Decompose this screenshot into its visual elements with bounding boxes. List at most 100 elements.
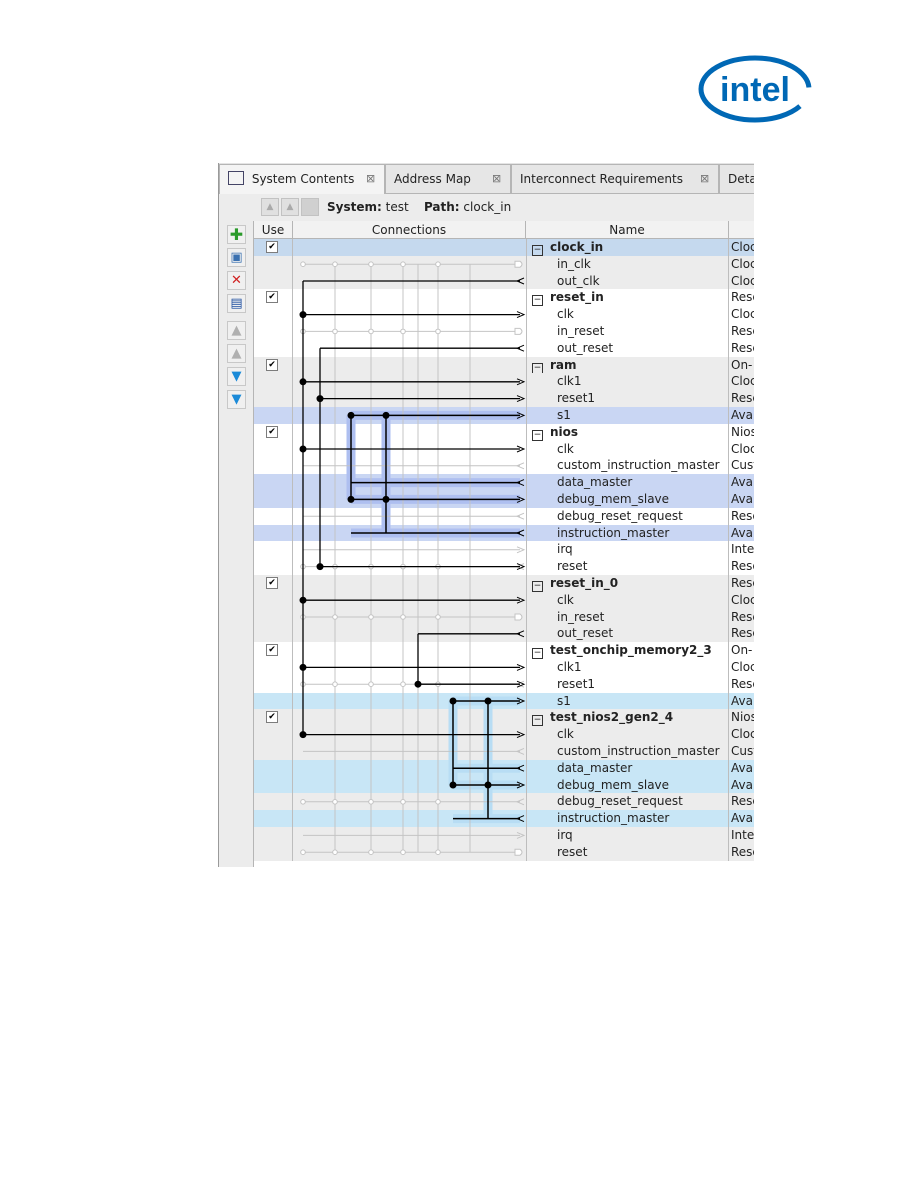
name-cell: −reset_in_0 (526, 575, 729, 592)
connection-dot (484, 697, 492, 705)
type-cell: Aval (731, 760, 754, 775)
collapse-icon[interactable]: − (532, 429, 543, 441)
hierarchy-icon[interactable] (301, 198, 319, 216)
component-row[interactable]: ✔−test_nios2_gen2_4Nios (254, 709, 754, 727)
connection-dot (299, 445, 307, 453)
tab-details[interactable]: Deta (719, 164, 754, 193)
system-name: test (385, 200, 409, 214)
arrow-in-icon (516, 445, 526, 453)
type-cell: On- (731, 357, 753, 372)
component-row[interactable]: ✔−clock_inCloc (254, 239, 754, 256)
add-module-icon[interactable]: ▣ (227, 248, 246, 267)
connections-graph[interactable] (293, 239, 526, 867)
move-top-icon[interactable]: ▲ (261, 198, 279, 216)
use-checkbox[interactable]: ✔ (266, 241, 278, 253)
use-checkbox[interactable]: ✔ (266, 711, 278, 724)
collapse-icon[interactable]: − (532, 715, 543, 727)
close-tab-icon[interactable]: ⊠ (492, 172, 502, 185)
collapse-icon[interactable]: − (532, 648, 543, 660)
collapse-icon[interactable]: − (532, 362, 543, 374)
use-checkbox[interactable]: ✔ (266, 358, 278, 371)
component-row[interactable]: ✔−niosNios (254, 423, 754, 441)
connection-dot (435, 799, 441, 805)
collapse-icon[interactable]: − (532, 245, 543, 256)
row-name: clk (557, 441, 574, 456)
arrow-out-icon (515, 512, 525, 520)
connection-dot (382, 495, 390, 503)
remove-icon[interactable]: ✕ (227, 271, 246, 290)
tab-interconnect-requirements[interactable]: Interconnect Requirements ⊠ (511, 164, 719, 193)
use-checkbox[interactable]: ✔ (266, 425, 278, 438)
export-icon (514, 613, 523, 621)
row-name: out_reset (557, 340, 614, 355)
row-name: reset (557, 559, 588, 574)
arrow-in-icon (516, 495, 526, 503)
component-row[interactable]: ✔ −ram On- (254, 356, 754, 374)
name-cell: clk (526, 306, 729, 324)
tab-label: Deta (728, 172, 754, 186)
close-tab-icon[interactable]: ⊠ (366, 172, 376, 185)
name-cell: irq (526, 827, 729, 844)
connection-dot (435, 261, 441, 268)
use-cell (254, 659, 293, 676)
connection-dot (299, 596, 307, 604)
row-name: ram (550, 357, 577, 372)
tab-bar: System Contents ⊠ Address Map ⊠ Intercon… (219, 163, 754, 194)
move-up-icon[interactable]: ▲ (227, 344, 246, 363)
column-header-type (729, 221, 754, 239)
arrow-out-icon (515, 277, 525, 285)
arrow-in-icon (516, 563, 526, 571)
type-cell: Rese (731, 508, 754, 523)
column-header-name[interactable]: Name (526, 221, 729, 239)
column-header-use[interactable]: Use (254, 221, 293, 239)
type-cell: Aval (731, 811, 754, 826)
intel-logo-text: intel (720, 71, 790, 109)
arrow-out-icon (515, 798, 525, 806)
connection-dot (400, 328, 406, 335)
use-cell: ✔ (254, 423, 293, 441)
tab-system-contents[interactable]: System Contents ⊠ (219, 164, 385, 194)
connection-dot (435, 614, 441, 620)
column-header-connections[interactable]: Connections (293, 221, 526, 239)
connection-dot (316, 395, 324, 403)
type-cell: Nios (731, 424, 754, 439)
move-up-icon[interactable]: ▲ (281, 198, 299, 216)
add-icon[interactable]: ✚ (227, 225, 246, 244)
component-row[interactable]: ✔ −reset_in_0Rese (254, 575, 754, 592)
arrow-in-icon (516, 781, 526, 789)
use-checkbox[interactable]: ✔ (266, 577, 278, 589)
type-cell: Rese (731, 576, 754, 590)
type-cell: Cust (731, 458, 754, 473)
use-cell (254, 759, 293, 777)
move-top-icon[interactable]: ▲ (227, 321, 246, 340)
type-cell: On- (731, 643, 753, 658)
connection-dot (299, 311, 307, 319)
use-checkbox[interactable]: ✔ (266, 291, 278, 304)
name-cell: s1 (526, 692, 729, 710)
edit-icon[interactable]: ▤ (227, 294, 246, 313)
use-cell (254, 591, 293, 609)
type-cell: Cust (731, 744, 754, 758)
close-tab-icon[interactable]: ⊠ (700, 172, 710, 185)
connection-dot (400, 681, 406, 688)
connection-dot (300, 799, 306, 805)
collapse-icon[interactable]: − (532, 581, 543, 592)
tab-address-map[interactable]: Address Map ⊠ (385, 164, 511, 193)
use-checkbox[interactable]: ✔ (266, 644, 278, 657)
row-name: clk1 (557, 374, 582, 389)
collapse-icon[interactable]: − (532, 295, 543, 307)
name-cell: custom_instruction_master (526, 457, 729, 475)
move-bottom-icon[interactable]: ▼ (227, 390, 246, 409)
row-name: clk1 (557, 660, 582, 674)
row-name: clk (557, 727, 574, 742)
component-row[interactable]: ✔−reset_inRese (254, 289, 754, 307)
move-down-icon[interactable]: ▼ (227, 367, 246, 386)
path-label: Path: (423, 200, 460, 214)
row-name: data_master (557, 475, 633, 490)
